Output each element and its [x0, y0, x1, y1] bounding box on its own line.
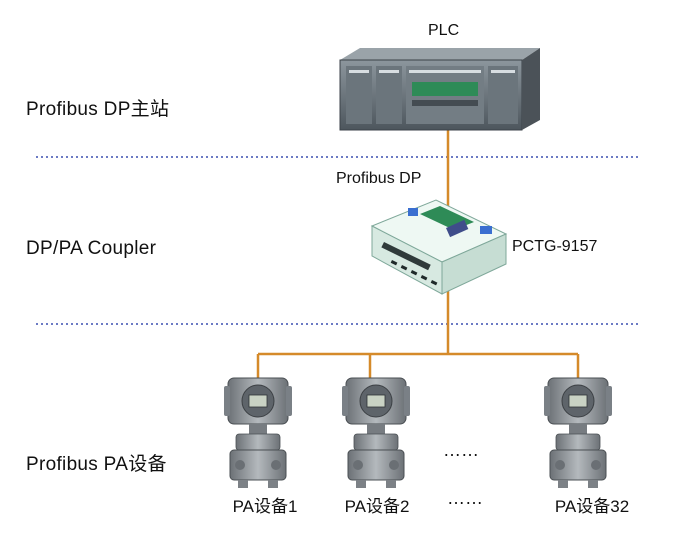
level-label-devices: Profibus PA设备 [26, 454, 167, 475]
pa-device-1-image [223, 377, 293, 489]
plc-image [339, 48, 540, 131]
ellipsis-bottom: …… [447, 488, 483, 508]
pa-device-2-image [341, 377, 411, 489]
coupler-image [370, 199, 508, 295]
profibus-dp-bus-label: Profibus DP [336, 170, 422, 187]
coupler-model-label: PCTG-9157 [512, 238, 598, 255]
pa-device-label-32: PA设备32 [554, 497, 630, 516]
level-label-coupler: DP/PA Coupler [26, 238, 157, 259]
plc-label: PLC [428, 22, 460, 39]
ellipsis-middle: …… [443, 440, 479, 460]
pa-device-label-1: PA设备1 [232, 497, 298, 516]
level-label-master: Profibus DP主站 [26, 99, 170, 120]
pa-device-label-2: PA设备2 [344, 497, 410, 516]
pa-device-32-image [543, 377, 613, 489]
bus-lines [256, 130, 580, 380]
